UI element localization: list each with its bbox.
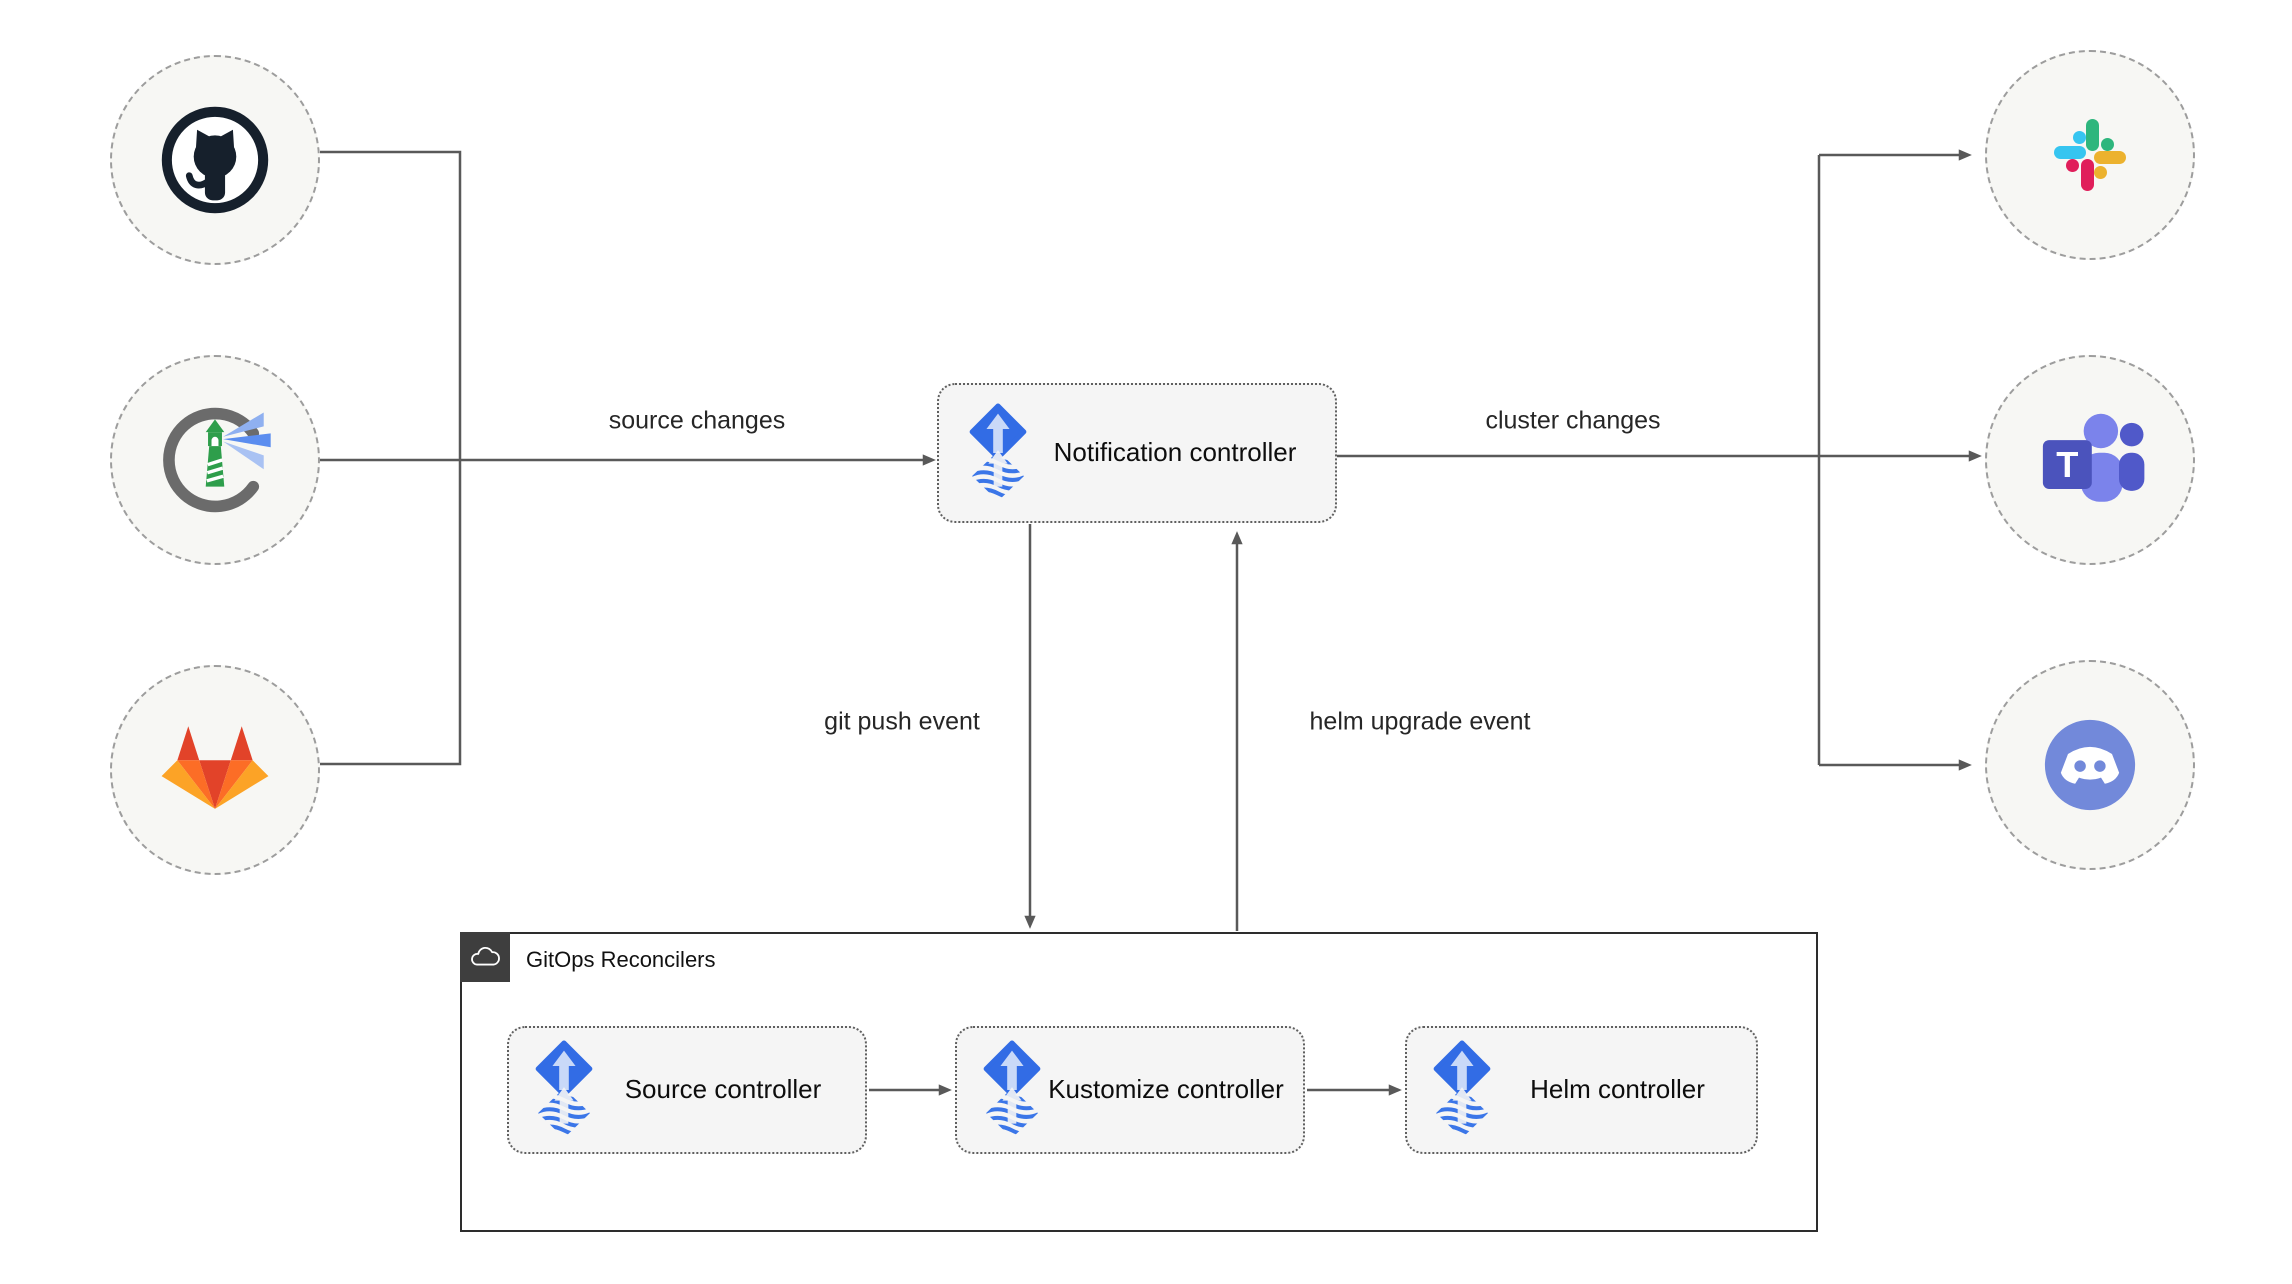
node-slack (1985, 50, 2195, 260)
gitops-reconcilers-label: GitOps Reconcilers (526, 947, 716, 972)
node-teams (1985, 355, 2195, 565)
kustomize-controller-box: Kustomize controller (955, 1026, 1305, 1154)
edge-label-cluster-changes: cluster changes (1485, 406, 1661, 435)
gitops-reconcilers-container: GitOps Reconcilers (459, 931, 1818, 1232)
flux-icon (983, 1040, 1041, 1140)
flux-icon (969, 403, 1027, 503)
notification-controller-label: Notification controller (1053, 437, 1297, 468)
notification-controller-box: Notification controller (937, 383, 1337, 523)
edge-label-git-push-event: git push event (824, 707, 980, 736)
gitops-reconcilers-badge (459, 931, 510, 982)
node-discord (1985, 660, 2195, 870)
github-icon (159, 104, 271, 216)
node-gitlab (110, 665, 320, 875)
helm-controller-label: Helm controller (1530, 1074, 1705, 1105)
cloud-icon (469, 945, 501, 969)
node-harbor (110, 355, 320, 565)
flux-icon (1433, 1040, 1491, 1140)
discord-icon (2035, 710, 2145, 820)
edge-label-source-changes: source changes (608, 406, 786, 435)
helm-controller-box: Helm controller (1405, 1026, 1758, 1154)
gitlab-icon (154, 719, 276, 821)
kustomize-controller-label: Kustomize controller (1048, 1074, 1284, 1105)
harbor-icon (157, 402, 273, 518)
flux-icon (535, 1040, 593, 1140)
source-controller-label: Source controller (624, 1074, 822, 1105)
teams-icon (2032, 402, 2148, 518)
node-github (110, 55, 320, 265)
source-controller-box: Source controller (507, 1026, 867, 1154)
edge-left-junction (320, 150, 462, 766)
edge-label-helm-upgrade-event: helm upgrade event (1309, 707, 1531, 736)
slack-icon (2040, 105, 2140, 205)
